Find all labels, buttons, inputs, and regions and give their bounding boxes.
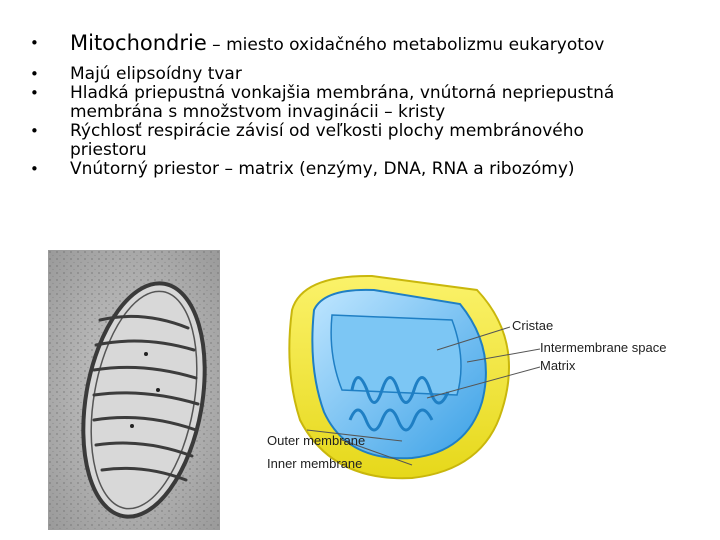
bullet-dot: • [30,65,39,83]
bullet-dot: • [30,160,39,178]
label-intermembrane-space: Intermembrane space [540,340,666,355]
bullet-dot: • [30,122,39,140]
bullet-term: Mitochondrie [70,31,207,55]
bullet-text: – miesto oxidačného metabolizmu eukaryot… [206,35,605,55]
label-outer-membrane: Outer membrane [267,433,365,448]
bullet-text: Majú elipsoídny tvar [70,64,242,84]
bullet-item: • Majú elipsoídny tvar [30,65,710,84]
bullet-text: Rýchlosť respirácie závisí od veľkosti p… [70,121,584,141]
bullet-item: • Hladká priepustná vonkajšia membrána, … [30,84,710,122]
mitochondrion-diagram: Cristae Intermembrane space Matrix Outer… [267,274,666,480]
bullet-list: • Mitochondrie – miesto oxidačného metab… [30,31,710,179]
label-leader-lines [306,326,541,466]
bullet-text: Vnútorný priestor – matrix (enzýmy, DNA,… [70,159,575,179]
bullet-item: • Mitochondrie – miesto oxidačného metab… [30,31,710,55]
bullet-dot: • [30,84,39,102]
bullet-text-continued: priestoru [70,140,147,160]
label-cristae: Cristae [512,318,553,333]
bullet-item: • Rýchlosť respirácie závisí od veľkosti… [30,122,710,160]
inner-membrane-shape [311,288,487,460]
bullet-text-continued: membrána s množstvom invaginácii – krist… [70,102,446,122]
bullet-item: • Vnútorný priestor – matrix (enzýmy, DN… [30,160,710,179]
cristae-folds [348,376,450,432]
label-inner-membrane: Inner membrane [267,456,362,471]
bullet-dot: • [30,34,39,52]
label-matrix: Matrix [540,358,576,373]
electron-micrograph [48,250,220,530]
bullet-text: Hladká priepustná vonkajšia membrána, vn… [70,83,615,103]
